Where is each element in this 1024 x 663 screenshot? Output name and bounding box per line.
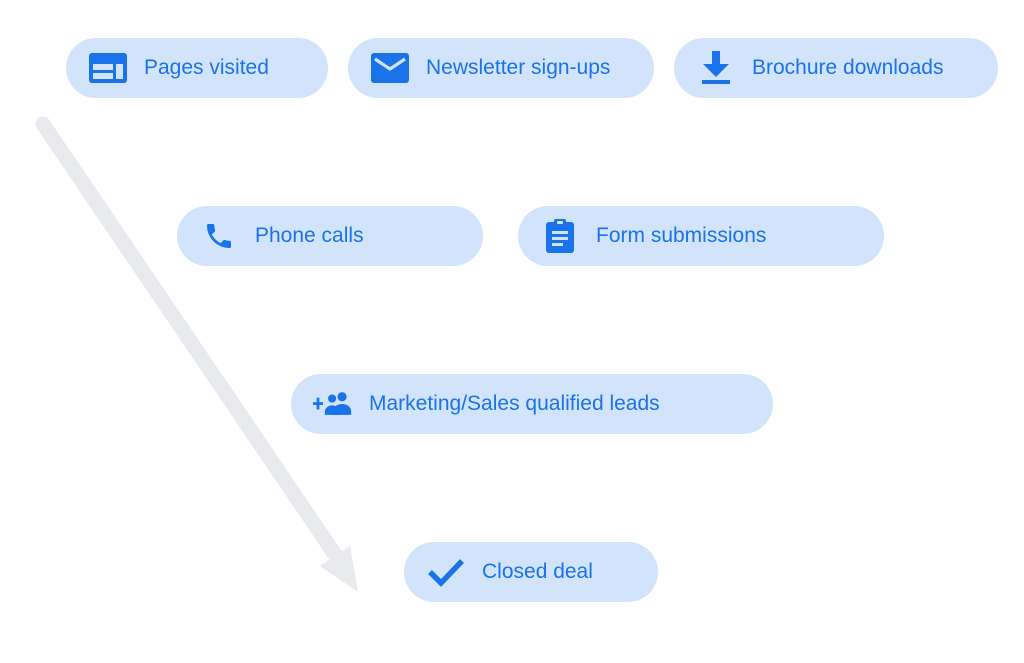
node-label: Closed deal — [482, 560, 593, 583]
node-pages-visited: Pages visited — [66, 38, 328, 98]
node-qualified-leads: Marketing/Sales qualified leads — [291, 374, 773, 434]
mail-icon — [370, 52, 410, 84]
phone-icon — [199, 220, 239, 252]
group-add-icon — [313, 388, 353, 420]
check-icon — [426, 556, 466, 588]
node-label: Brochure downloads — [752, 56, 944, 79]
node-label: Pages visited — [144, 56, 269, 79]
node-label: Newsletter sign-ups — [426, 56, 611, 79]
funnel-arrow-head — [320, 546, 358, 592]
web-page-icon — [88, 52, 128, 84]
funnel-arrow-shaft — [35, 116, 344, 564]
node-form-submissions: Form submissions — [518, 206, 884, 266]
node-label: Phone calls — [255, 224, 364, 247]
node-label: Form submissions — [596, 224, 767, 247]
node-label: Marketing/Sales qualified leads — [369, 392, 660, 415]
node-brochure-downloads: Brochure downloads — [674, 38, 998, 98]
node-newsletter-sign-ups: Newsletter sign-ups — [348, 38, 654, 98]
download-icon — [696, 51, 736, 84]
node-phone-calls: Phone calls — [177, 206, 483, 266]
node-closed-deal: Closed deal — [404, 542, 658, 602]
clipboard-icon — [540, 219, 580, 253]
